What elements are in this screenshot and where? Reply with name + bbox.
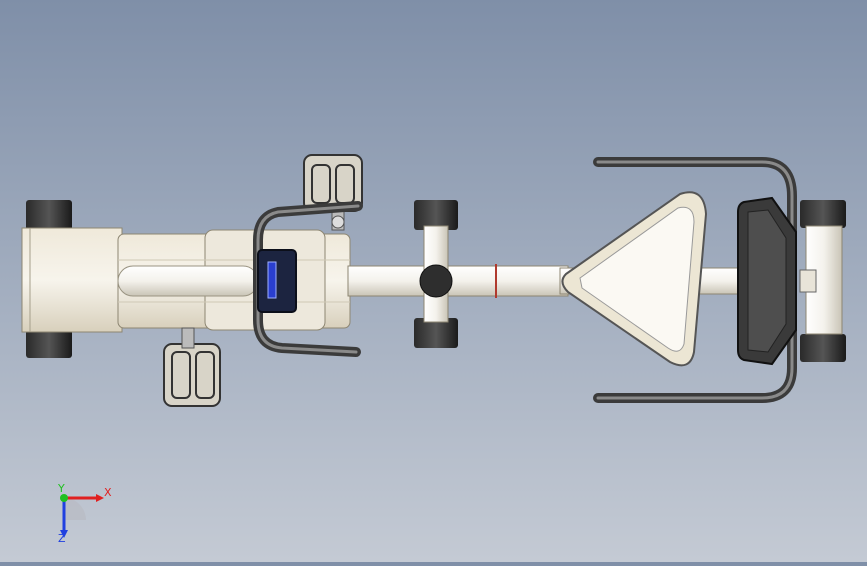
front-wheel-bottom[interactable] bbox=[800, 334, 846, 362]
pedal-top[interactable] bbox=[303, 154, 363, 231]
z-axis-head bbox=[60, 530, 68, 538]
mid-wheel-bottom[interactable] bbox=[414, 318, 458, 348]
flywheel-housing[interactable] bbox=[117, 229, 351, 331]
coordinate-triad: X Y Z bbox=[57, 482, 112, 545]
y-axis-dot bbox=[60, 494, 68, 502]
triad-shade bbox=[64, 498, 86, 520]
mid-wheel-top[interactable] bbox=[414, 200, 458, 230]
seat-cushion[interactable] bbox=[561, 191, 708, 367]
x-axis-label: X bbox=[104, 486, 112, 499]
front-wheel-top[interactable] bbox=[800, 200, 846, 228]
backrest-cushion[interactable] bbox=[737, 196, 797, 366]
pedal-bottom[interactable] bbox=[163, 327, 221, 407]
main-frame-tube[interactable] bbox=[347, 264, 569, 298]
z-axis-label: Z bbox=[58, 532, 66, 545]
rear-wheel-bottom[interactable] bbox=[26, 330, 72, 358]
console-display[interactable] bbox=[257, 249, 297, 313]
mid-stabilizer[interactable] bbox=[414, 200, 458, 348]
front-stabilizer[interactable] bbox=[799, 200, 846, 362]
rear-wheel-top[interactable] bbox=[26, 200, 72, 230]
x-axis-head bbox=[96, 494, 104, 502]
y-axis-label: Y bbox=[57, 482, 65, 495]
rear-stabilizer[interactable] bbox=[21, 200, 123, 358]
